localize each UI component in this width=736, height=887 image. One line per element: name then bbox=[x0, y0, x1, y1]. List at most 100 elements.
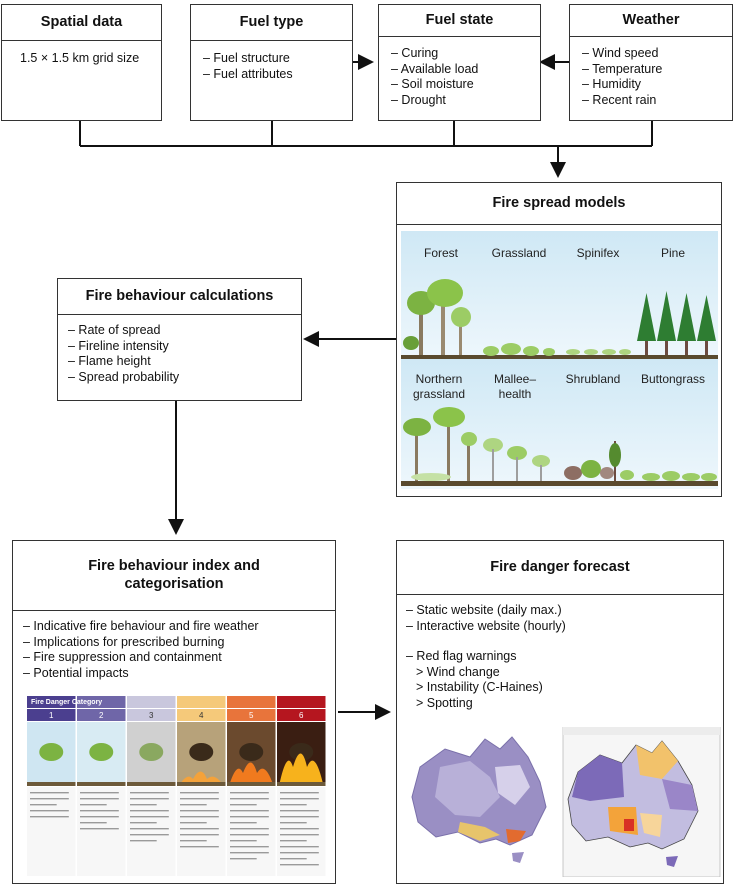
mallee-heath-label-2: health bbox=[499, 387, 532, 401]
shrubland-bushes bbox=[564, 441, 634, 481]
category-fine-print bbox=[30, 798, 69, 800]
category-header-cell bbox=[227, 696, 276, 708]
category-number: 6 bbox=[299, 711, 304, 720]
mallee-heath-label-1: Mallee– bbox=[494, 372, 536, 386]
fuel-state-item: – Soil moisture bbox=[391, 77, 474, 91]
category-number-band bbox=[127, 709, 176, 721]
category-fine-print bbox=[180, 804, 207, 806]
spatial-data-item: 1.5 × 1.5 km grid size bbox=[20, 51, 140, 65]
northern-grassland-label-2: grassland bbox=[413, 387, 465, 401]
shrubland-label: Shrubland bbox=[566, 372, 621, 386]
category-fine-print bbox=[80, 798, 119, 800]
category-fine-print bbox=[130, 828, 169, 830]
spatial-data-title: Spatial data bbox=[2, 5, 161, 41]
category-fine-print bbox=[80, 792, 119, 794]
category-fine-print bbox=[130, 840, 157, 842]
australia-map-static bbox=[400, 727, 555, 877]
fuel-state-list: – Curing – Available load – Soil moistur… bbox=[379, 37, 540, 108]
forecast-item: – Interactive website (hourly) bbox=[406, 618, 566, 633]
category-fine-print bbox=[180, 846, 219, 848]
category-number: 3 bbox=[149, 711, 154, 720]
fire-behaviour-index-title-line2: categorisation bbox=[124, 575, 224, 592]
vegetation-illustration: Forest Grassland Spinifex Pine bbox=[401, 231, 718, 489]
category-ground bbox=[177, 782, 226, 786]
category-fine-print bbox=[180, 792, 219, 794]
fuel-type-item: – Fuel structure bbox=[203, 51, 290, 65]
category-description-panel bbox=[127, 787, 176, 876]
fuel-state-item: – Available load bbox=[391, 61, 479, 76]
fire-behaviour-calculations-title: Fire behaviour calculations bbox=[58, 279, 301, 315]
index-item: – Indicative fire behaviour and fire wea… bbox=[23, 619, 259, 633]
category-tree bbox=[189, 743, 214, 761]
spatial-data-list: 1.5 × 1.5 km grid size bbox=[2, 41, 161, 67]
category-fine-print bbox=[30, 792, 69, 794]
weather-item: – Temperature bbox=[582, 61, 663, 76]
category-ground bbox=[227, 782, 276, 786]
fuel-type-list: – Fuel structure – Fuel attributes bbox=[191, 41, 352, 82]
category-fine-print bbox=[230, 846, 269, 848]
forecast-subitem: > Instability (C-Haines) bbox=[416, 680, 543, 694]
calc-item: – Spread probability bbox=[68, 369, 180, 384]
category-flames bbox=[279, 753, 324, 786]
category-fine-print bbox=[30, 816, 69, 818]
fire-behaviour-calculations-list: – Rate of spread – Fireline intensity – … bbox=[58, 315, 301, 385]
category-fine-print bbox=[130, 810, 169, 812]
fuel-type-box: Fuel type – Fuel structure – Fuel attrib… bbox=[190, 4, 353, 121]
forecast-item: – Static website (daily max.) bbox=[406, 603, 562, 617]
category-fine-print bbox=[80, 810, 119, 812]
fuel-type-item: – Fuel attributes bbox=[203, 66, 293, 81]
category-header-cell bbox=[277, 696, 326, 708]
category-tree bbox=[139, 743, 164, 761]
category-fine-print bbox=[180, 828, 219, 830]
weather-box: Weather – Wind speed – Temperature – Hum… bbox=[569, 4, 733, 121]
weather-item: – Wind speed bbox=[582, 46, 659, 60]
category-fine-print bbox=[80, 816, 119, 818]
spatial-data-box: Spatial data 1.5 × 1.5 km grid size bbox=[1, 4, 162, 121]
category-number-band bbox=[27, 709, 76, 721]
category-number: 2 bbox=[99, 711, 104, 720]
index-item: – Fire suppression and containment bbox=[23, 650, 222, 664]
category-fine-print bbox=[130, 792, 169, 794]
category-fine-print bbox=[130, 816, 169, 818]
fire-spread-models-box: Fire spread models Forest Grassland Spin… bbox=[396, 182, 722, 497]
category-fine-print bbox=[230, 792, 269, 794]
forecast-spacer bbox=[406, 634, 723, 649]
category-fine-print bbox=[180, 810, 219, 812]
fuel-state-item: – Curing bbox=[391, 46, 439, 60]
category-fine-print bbox=[230, 816, 269, 818]
forecast-item: – Red flag warnings bbox=[406, 649, 517, 663]
category-header-cell bbox=[27, 696, 76, 708]
category-fine-print bbox=[130, 804, 157, 806]
fire-danger-forecast-box: Fire danger forecast – Static website (d… bbox=[396, 540, 724, 884]
category-fine-print bbox=[280, 792, 319, 794]
category-fine-print bbox=[230, 852, 269, 854]
forecast-subitem: > Wind change bbox=[416, 664, 500, 679]
buttongrass-tufts bbox=[642, 471, 717, 481]
weather-list: – Wind speed – Temperature – Humidity – … bbox=[570, 37, 732, 108]
category-fine-print bbox=[230, 804, 257, 806]
category-fine-print bbox=[180, 798, 219, 800]
fire-behaviour-index-box: Fire behaviour index and categorisation … bbox=[12, 540, 336, 884]
category-fine-print bbox=[280, 798, 319, 800]
northern-grassland-label-1: Northern bbox=[416, 372, 463, 386]
category-fine-print bbox=[280, 858, 307, 860]
category-fine-print bbox=[30, 804, 57, 806]
weather-item: – Recent rain bbox=[582, 92, 657, 107]
category-description-panel bbox=[227, 787, 276, 876]
forest-trees bbox=[403, 279, 471, 355]
category-number-band bbox=[77, 709, 126, 721]
category-fine-print bbox=[180, 840, 207, 842]
category-description-panel bbox=[77, 787, 126, 876]
index-item: – Potential impacts bbox=[23, 665, 129, 680]
category-ground bbox=[77, 782, 126, 786]
fuel-state-item: – Drought bbox=[391, 92, 446, 107]
category-fine-print bbox=[230, 822, 257, 824]
category-fine-print bbox=[130, 822, 157, 824]
category-fine-print bbox=[280, 810, 319, 812]
category-tree bbox=[289, 743, 314, 761]
fire-behaviour-index-list: – Indicative fire behaviour and fire wea… bbox=[13, 611, 335, 681]
northern-grassland-trees bbox=[403, 407, 477, 481]
category-fine-print bbox=[280, 840, 307, 842]
